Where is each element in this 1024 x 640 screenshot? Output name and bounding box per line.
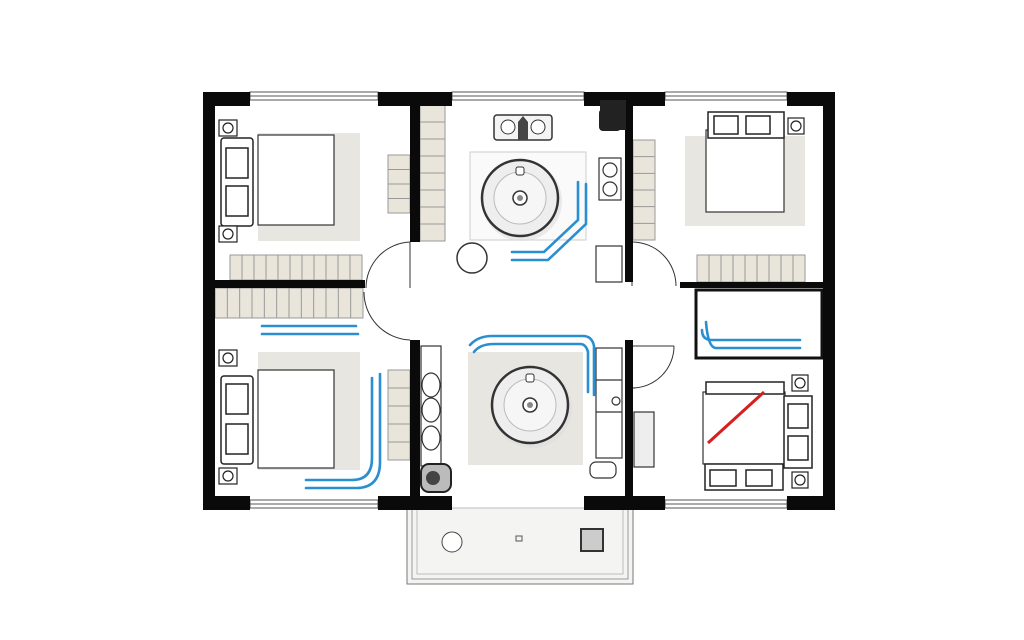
sofa-icon — [220, 111, 813, 491]
toilet-icon — [420, 463, 452, 493]
stair-flight — [696, 254, 806, 283]
stool-icon — [456, 242, 488, 274]
robot-vacuum-icon — [490, 365, 572, 448]
round-table-icon — [441, 531, 463, 553]
walls — [203, 92, 835, 510]
cabinet-icon — [420, 345, 655, 479]
square-table-icon — [580, 528, 604, 552]
stair-flight — [229, 254, 363, 281]
stairs-icon — [214, 104, 806, 461]
cleaning-path — [260, 180, 802, 490]
no-go-line — [706, 390, 766, 445]
stair-flight — [387, 369, 411, 461]
balcony — [406, 507, 634, 585]
sink-icon — [493, 114, 553, 141]
robot-vacuum-icon — [480, 158, 562, 241]
nightstand-icon — [218, 117, 809, 489]
stove-icon — [595, 157, 623, 283]
closet — [694, 288, 824, 360]
